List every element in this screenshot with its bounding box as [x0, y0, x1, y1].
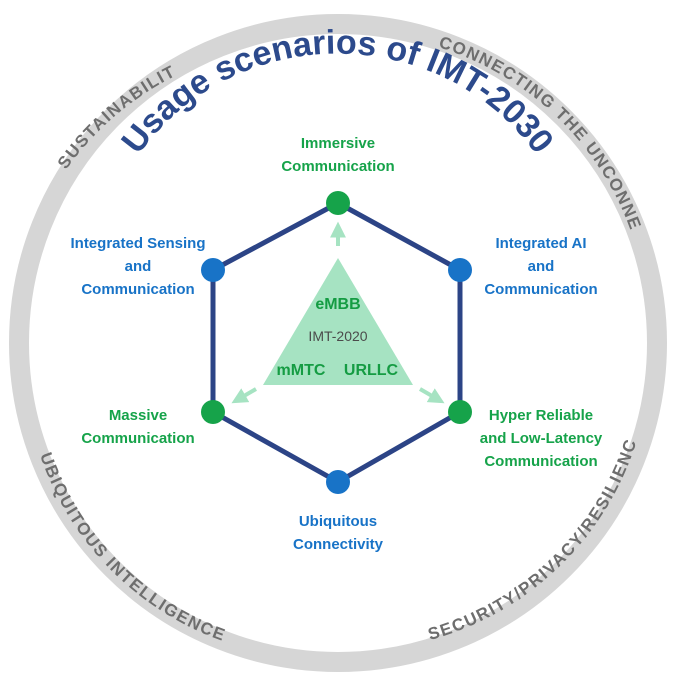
imt2020-triangle: [263, 258, 413, 385]
node-ubiquitous-connectivity: [326, 470, 350, 494]
ring-label-ubiquitous-intelligence: UBIQUITOUS INTELLIGENCE: [36, 450, 229, 645]
node-hyper-reliable-low-latency: [448, 400, 472, 424]
node-integrated-sensing: [201, 258, 225, 282]
label-ubiquitous-connectivity: Ubiquitous Connectivity: [292, 513, 384, 553]
label-integrated-ai-and-communication: Integrated AI and Communication: [484, 235, 598, 298]
triangle-label-urllc: URLLC: [343, 362, 399, 379]
triangle-label-embb: eMBB: [315, 296, 361, 313]
triangle-label-imt2020: IMT-2020: [308, 328, 368, 344]
outer-ring: [9, 14, 667, 672]
arrow-lower-right: [418, 387, 445, 404]
arrow-lower-left: [231, 387, 258, 404]
node-integrated-ai: [448, 258, 472, 282]
node-immersive-communication: [326, 191, 350, 215]
label-hyper-reliable-low-latency-communication: Hyper Reliable and Low-Latency Communica…: [479, 407, 603, 470]
label-massive-communication: Massive Communication: [81, 407, 195, 447]
label-integrated-sensing-and-communication: Integrated Sensing and Communication: [70, 235, 206, 298]
label-immersive-communication: Immersive Communication: [281, 135, 395, 175]
triangle-label-mmtc: mMTC: [276, 362, 326, 379]
node-massive-communication: [201, 400, 225, 424]
